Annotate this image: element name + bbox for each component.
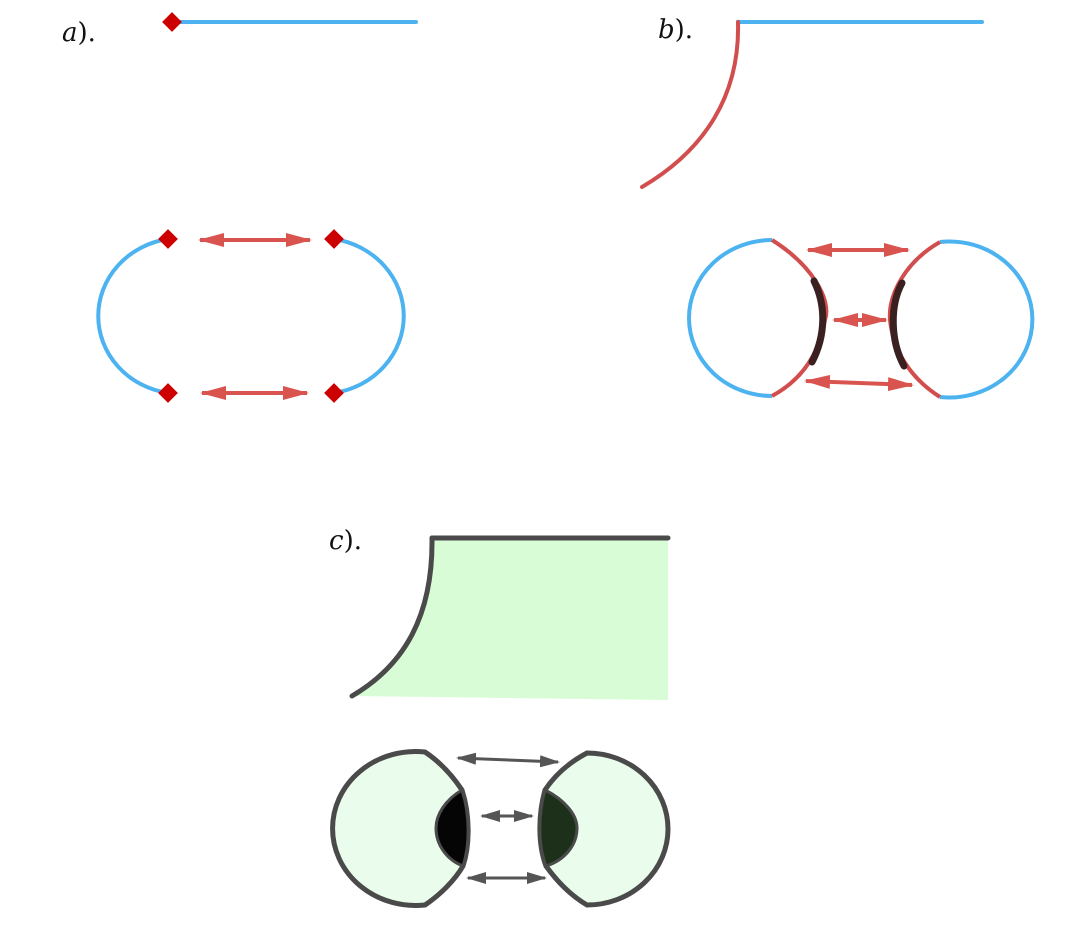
panel-a-corner-diamond xyxy=(162,12,182,32)
panel-b-label: b). xyxy=(658,15,693,45)
panel-a-diamond-bottom-right xyxy=(324,383,344,403)
panel-a-left-arc xyxy=(96,237,169,395)
panel-a-diamond-top-left xyxy=(158,229,178,249)
panel-c-right-dark-cap xyxy=(538,787,579,868)
panel-b-right-red-arc xyxy=(887,240,942,399)
panel-c: c). xyxy=(329,526,671,908)
panel-a: a). xyxy=(62,12,418,403)
panel-c-label: c). xyxy=(329,526,362,556)
panel-b-right-blue-arc xyxy=(939,239,1035,400)
panel-b-left-dark-arc xyxy=(808,277,827,366)
panel-b-left-blue-arc xyxy=(687,238,773,398)
panel-a-right-arc xyxy=(333,237,406,395)
panel-b-bottom-gluing-arrow xyxy=(804,374,914,392)
panel-b-red-boundary-curve xyxy=(640,20,741,189)
panel-b-left-red-arc xyxy=(770,238,829,398)
panel-a-label: a). xyxy=(62,18,96,48)
panel-a-diamond-bottom-left xyxy=(158,383,178,403)
panel-c-green-region xyxy=(352,538,668,700)
panel-c-curved-edge xyxy=(349,535,435,699)
panel-c-top-gluing-arrow xyxy=(456,752,560,768)
panel-b-right-dark-arc xyxy=(889,279,908,370)
panel-a-diamond-top-right xyxy=(324,229,344,249)
panel-c-left-black-cap xyxy=(434,787,470,868)
panel-b: b). xyxy=(640,15,1035,400)
